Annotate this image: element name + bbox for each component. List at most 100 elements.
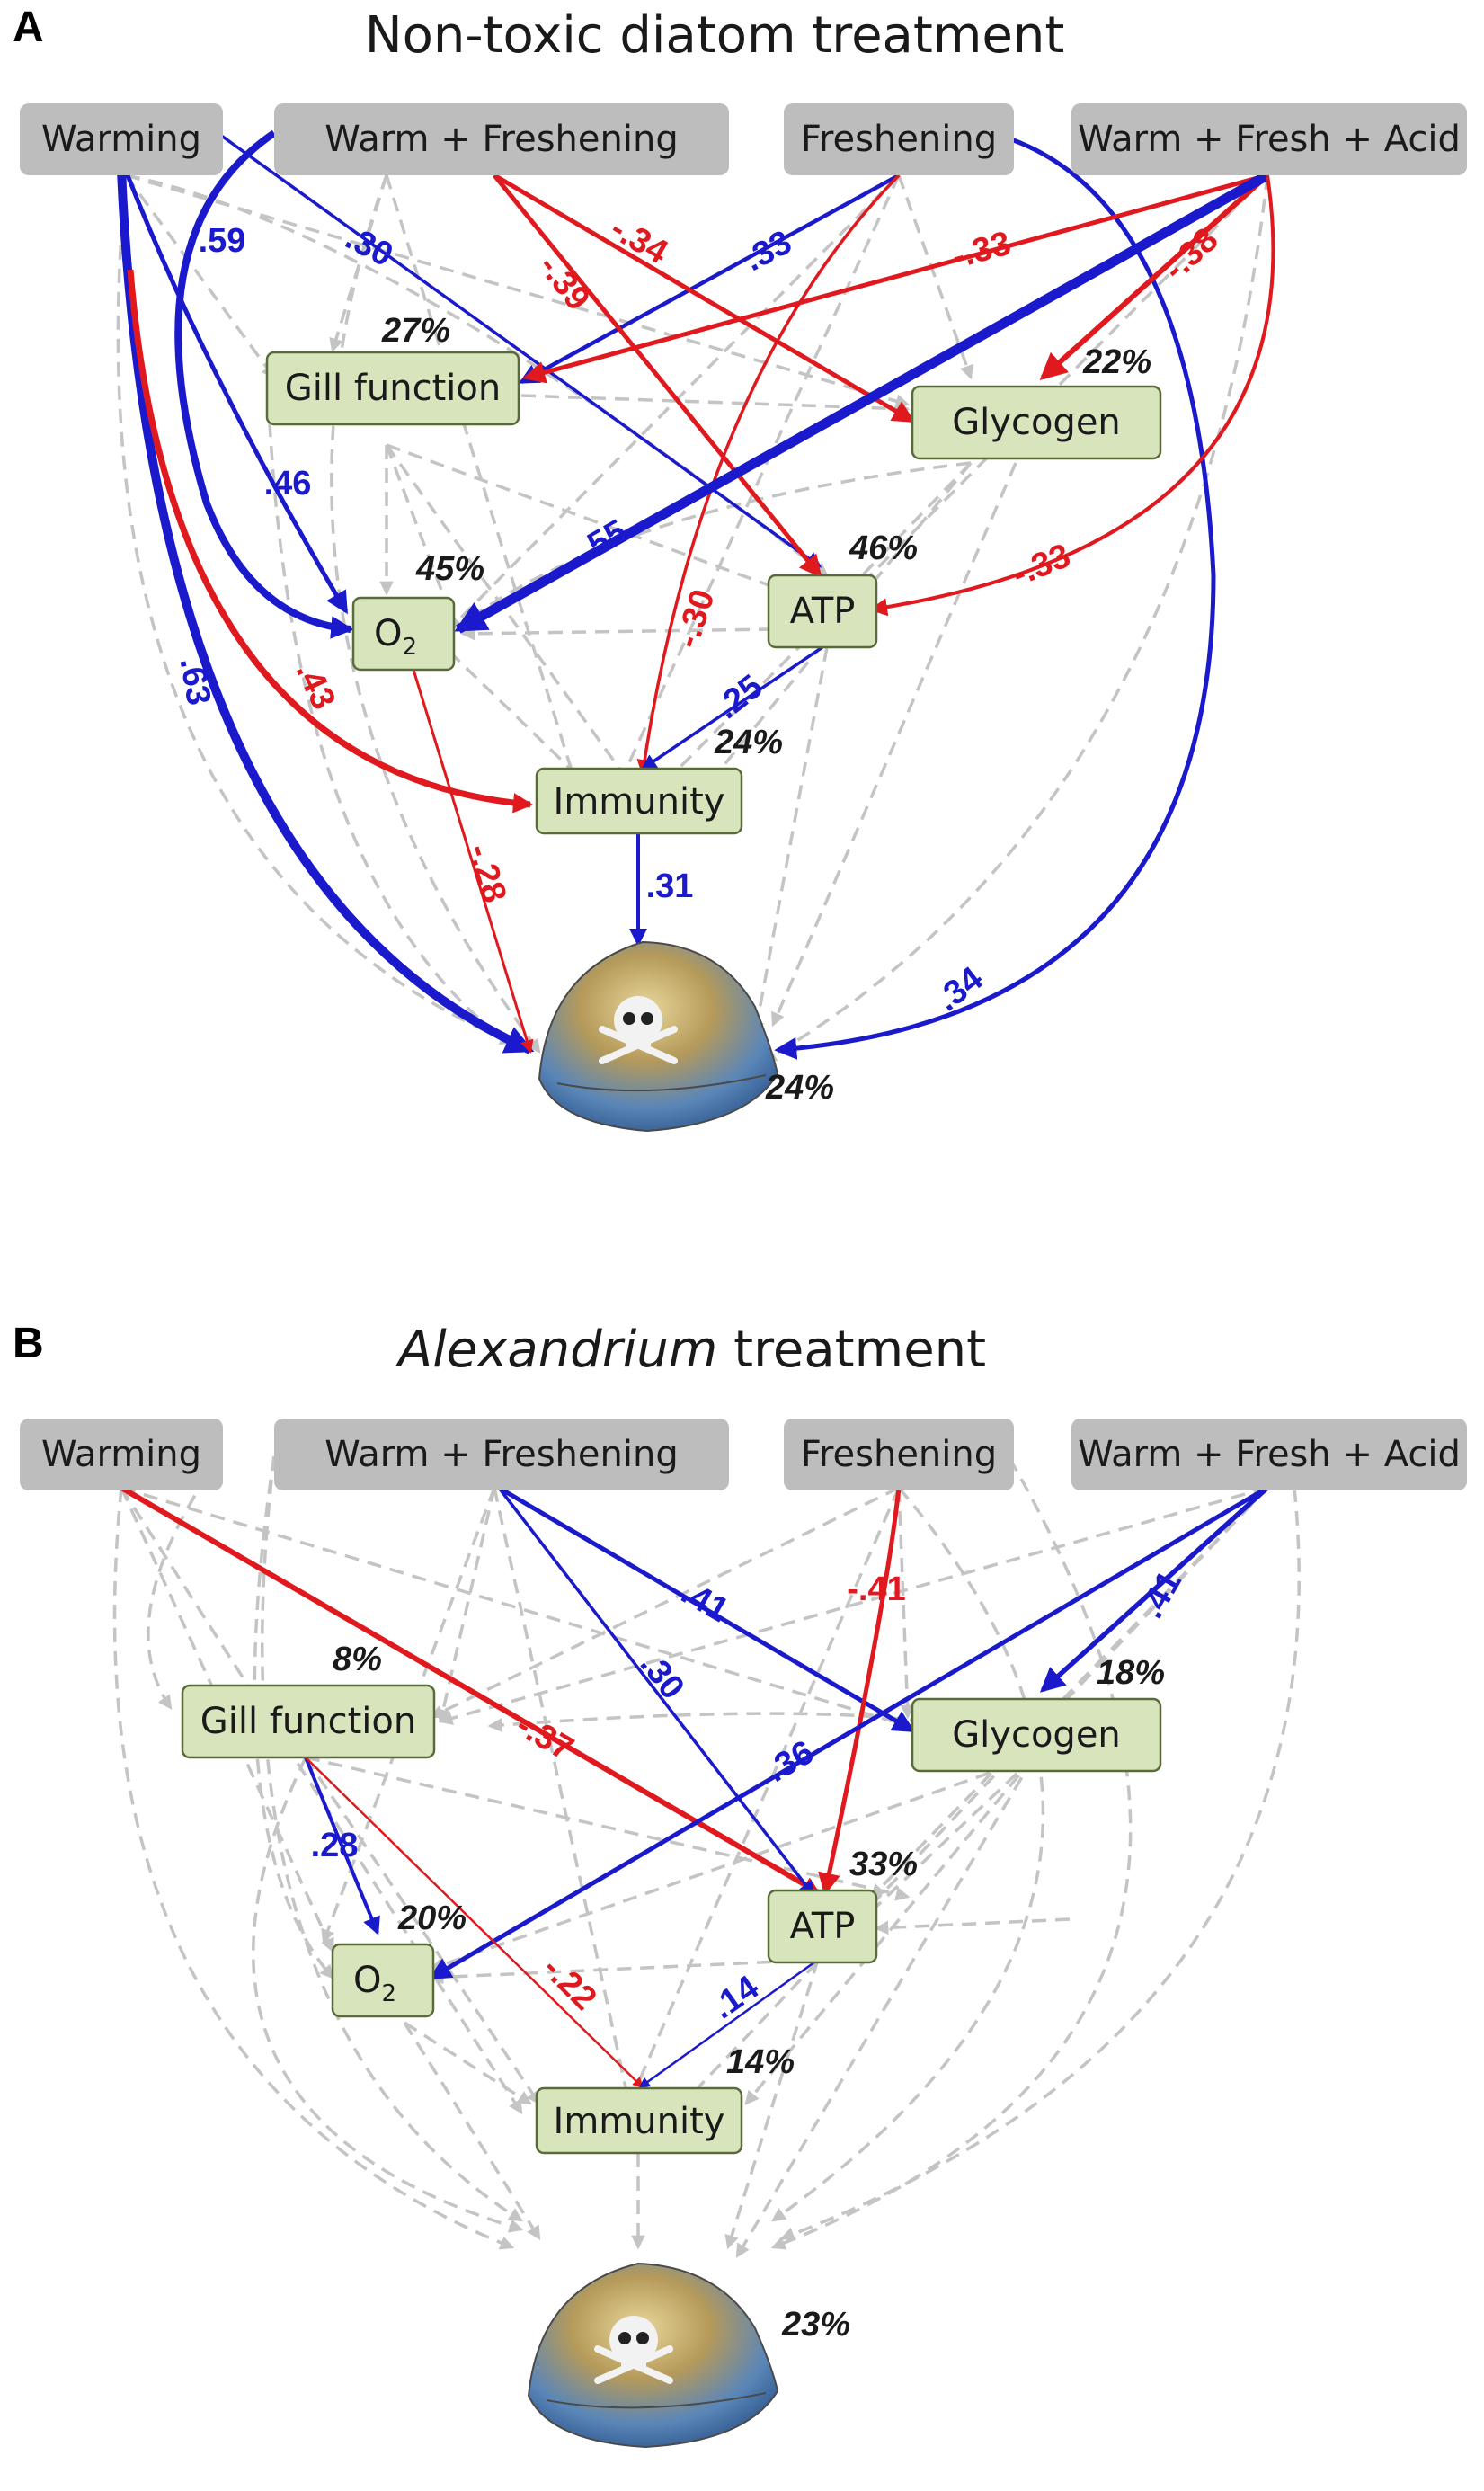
path-wfa-gill: [522, 173, 1268, 384]
panel-b-nonsignificant-paths: [112, 1437, 1301, 2259]
treatment-warming: Warming: [20, 103, 223, 175]
svg-text:Glycogen: Glycogen: [952, 402, 1121, 443]
panel-a-treatments: Warming Warm + Freshening Freshening War…: [20, 103, 1467, 175]
coef-label: .31: [646, 867, 694, 905]
path-warming-mortality: [117, 170, 535, 1054]
panel-a-nonsignificant-paths: [116, 173, 1269, 1063]
treatment-warm-fresh-acid: Warm + Fresh + Acid: [1071, 1419, 1467, 1490]
node-o2: O2 20%: [331, 1899, 467, 2018]
path-wfa-o2: [428, 1485, 1269, 1980]
path-freshening-immunity: [636, 173, 901, 776]
coef-label: .41: [1133, 1565, 1189, 1625]
r2-label: 24%: [714, 724, 783, 761]
svg-text:Warm + Freshening: Warm + Freshening: [324, 119, 678, 160]
path-gill-immunity: [305, 1757, 644, 2089]
path-warming-atp: [120, 1485, 821, 1895]
panel-a-letter: A: [13, 4, 44, 51]
panel-a-significant-paths: [117, 129, 1275, 1060]
panel-a: A Non-toxic diatom treatment: [13, 4, 1467, 1133]
path-wfa-glycogen: [1039, 1485, 1269, 1693]
path-gill-o2: [304, 1757, 380, 1935]
path-warming-atp: [218, 133, 822, 568]
path-atp-immunity: [640, 645, 823, 770]
treatment-warm-freshening: Warm + Freshening: [274, 103, 729, 175]
node-o2: O2 45%: [351, 550, 484, 672]
node-atp: ATP 33%: [767, 1846, 918, 1964]
svg-text:ATP: ATP: [790, 1906, 856, 1947]
treatment-freshening: Freshening: [784, 103, 1014, 175]
coef-label: .34: [929, 960, 990, 1019]
clam-skull-icon: [527, 2262, 779, 2449]
svg-text:Warm + Freshening: Warm + Freshening: [324, 1434, 678, 1475]
panel-a-title: Non-toxic diatom treatment: [365, 6, 1065, 65]
svg-text:O2: O2: [374, 613, 417, 661]
coef-label: -.34: [604, 209, 674, 271]
path-warmfresh-o2: [174, 129, 354, 639]
path-wfa-o2: [454, 171, 1270, 634]
coef-label: .14: [705, 1969, 765, 2027]
treatment-warm-fresh-acid: Warm + Fresh + Acid: [1071, 103, 1467, 175]
svg-text:ATP: ATP: [790, 591, 856, 632]
r2-label: 18%: [1097, 1654, 1165, 1692]
clam-skull-icon: [538, 940, 779, 1133]
svg-text:Immunity: Immunity: [554, 781, 725, 823]
coef-label: -.37: [510, 1706, 580, 1768]
node-gill-function: Gill function 8%: [181, 1641, 436, 1759]
node-gill-function: Gill function 27%: [265, 312, 520, 426]
path-atp-immunity: [638, 1958, 819, 2089]
r2-label: 33%: [849, 1846, 918, 1883]
node-atp: ATP 46%: [767, 529, 918, 649]
coef-label: .30: [633, 1646, 692, 1706]
svg-text:Warming: Warming: [41, 119, 201, 160]
coef-label: .63: [173, 654, 218, 707]
path-warming-o2: [123, 170, 349, 615]
coef-label: .59: [199, 222, 246, 260]
panel-b-title: Alexandrium treatment: [395, 1321, 986, 1379]
panel-b-letter: B: [13, 1320, 44, 1367]
r2-label: 45%: [415, 550, 484, 588]
svg-text:Freshening: Freshening: [801, 119, 997, 160]
coef-label: .33: [738, 223, 797, 279]
r2-label: 14%: [726, 2043, 795, 2081]
treatment-warming: Warming: [20, 1419, 223, 1490]
coef-label: -.28: [460, 840, 513, 907]
node-immunity: Immunity 24%: [535, 724, 783, 835]
path-wfa-glycogen: [1039, 173, 1270, 381]
path-freshening-atp: [818, 1487, 902, 1896]
svg-text:Gill function: Gill function: [285, 368, 501, 409]
svg-text:Warm + Fresh + Acid: Warm + Fresh + Acid: [1078, 119, 1461, 160]
path-freshening-gill: [519, 173, 901, 384]
coef-label: .28: [311, 1827, 359, 1864]
path-warmfresh-glycogen: [497, 1485, 916, 1733]
panel-b: B Alexandrium treatment: [13, 1320, 1467, 2449]
r2-label: 20%: [397, 1899, 467, 1937]
r2-label: 23%: [781, 2306, 850, 2344]
svg-text:Freshening: Freshening: [801, 1434, 997, 1475]
svg-text:Warming: Warming: [41, 1434, 201, 1475]
coef-label: -.39: [531, 248, 597, 317]
svg-text:Warm + Fresh + Acid: Warm + Fresh + Acid: [1078, 1434, 1461, 1475]
svg-text:Glycogen: Glycogen: [952, 1714, 1121, 1756]
svg-text:Immunity: Immunity: [554, 2101, 725, 2142]
svg-text:O2: O2: [353, 1960, 396, 2007]
panel-b-treatments: Warming Warm + Freshening Freshening War…: [20, 1419, 1467, 1490]
path-warmfresh-glycogen: [493, 173, 916, 423]
treatment-freshening: Freshening: [784, 1419, 1014, 1490]
treatment-warm-freshening: Warm + Freshening: [274, 1419, 729, 1490]
path-warming-immunity: [127, 269, 534, 814]
r2-label: 24%: [765, 1069, 834, 1107]
coef-label: -.30: [668, 585, 722, 653]
node-glycogen: Glycogen 18%: [911, 1654, 1165, 1773]
r2-label: 8%: [333, 1641, 382, 1678]
coef-label: -.41: [847, 1570, 905, 1608]
path-o2-mortality: [412, 669, 534, 1054]
panel-b-responses: Gill function 8% Glycogen 18% O2 20% ATP…: [181, 1641, 1165, 2449]
panel-b-significant-paths: [120, 1485, 1269, 2089]
r2-label: 27%: [381, 312, 450, 350]
path-warmfresh-atp: [497, 1486, 815, 1898]
svg-text:Gill function: Gill function: [200, 1701, 416, 1742]
coef-label: -.22: [535, 1950, 603, 2018]
path-wfa-atp: [869, 174, 1275, 617]
coef-label: -.33: [1007, 537, 1075, 593]
node-immunity: Immunity 14%: [535, 2043, 795, 2155]
